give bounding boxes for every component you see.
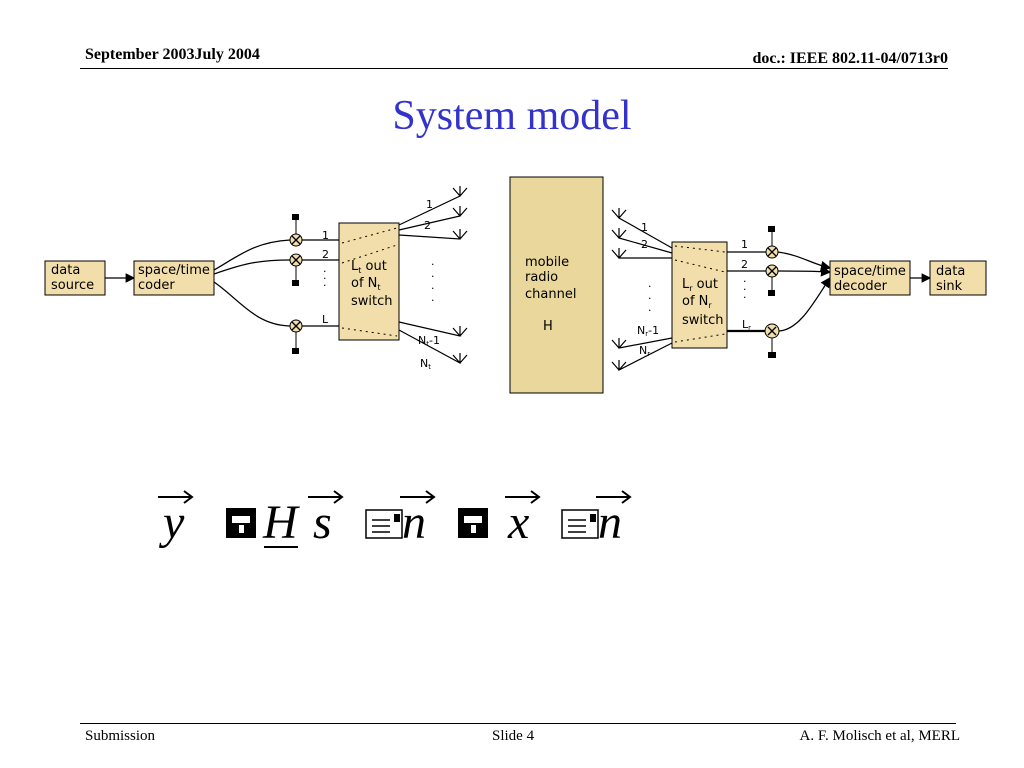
tx-port-dots-2: · (323, 272, 327, 285)
eq-H: H (262, 496, 300, 549)
footer-authors: A. F. Molisch et al, MERL (799, 728, 960, 744)
data-source-label-2: source (51, 278, 94, 293)
coder-label-1: space/time (138, 263, 210, 278)
slide-title: System model (392, 93, 632, 139)
rx-ant-2: 2 (641, 238, 648, 251)
eq-plus-symbol-1 (365, 509, 403, 539)
header-date: September 2003July 2004 (85, 46, 260, 63)
rx-port-1: 1 (741, 238, 748, 251)
rx-ant-dots-2: · (648, 292, 652, 305)
channel-label-3: channel (525, 287, 576, 302)
header-rule (80, 68, 948, 69)
rx-port-dots: · (743, 275, 747, 288)
system-equation: y H s n x n (158, 490, 632, 549)
tx-ant-2: 2 (424, 219, 431, 232)
rx-switch-line-1: Lr out (682, 277, 718, 293)
rx-ant-nr-1: Nr-1 (637, 324, 659, 338)
tx-ant-dots-3: · (431, 282, 435, 295)
space-time-decoder-box (829, 260, 911, 296)
channel-box (509, 176, 604, 394)
eq-x: x (507, 496, 529, 549)
rx-port-2: 2 (741, 258, 748, 271)
data-source-box (44, 260, 106, 296)
tx-ant-dots-4: · (431, 294, 435, 307)
space-time-coder-box (133, 260, 215, 296)
header-doc-id: doc.: IEEE 802.11-04/0713r0 (752, 50, 948, 67)
data-sink-label-1: data (936, 264, 965, 279)
rx-antennas (611, 208, 673, 371)
decoder-label-1: space/time (834, 264, 906, 279)
system-model-diagram: data source space/time coder 1 2 L · · ·… (44, 176, 987, 394)
tx-multiplier-2 (289, 253, 303, 286)
tx-port-1: 1 (322, 229, 329, 242)
tx-port-dots-3: · (323, 279, 327, 292)
rx-multiplier-1 (765, 226, 779, 259)
tx-port-dots: · (323, 265, 327, 278)
tx-ant-nt-1: Nt-1 (418, 334, 440, 348)
eq-equals-symbol-2 (458, 508, 488, 538)
channel-label-2: radio (525, 270, 558, 285)
tx-multiplier-L (289, 319, 303, 354)
footer-rule (80, 723, 956, 724)
footer-submission: Submission (85, 728, 156, 744)
footer-slide-number: Slide 4 (492, 728, 535, 744)
rx-ant-nr: Nr (639, 344, 650, 358)
tx-switch-line-1: Lt out (351, 259, 387, 275)
tx-ant-nt: Nt (420, 357, 431, 371)
tx-switch-box (338, 222, 400, 341)
channel-label-1: mobile (525, 255, 569, 270)
rx-ant-dots: · (648, 280, 652, 293)
tx-port-2: 2 (322, 248, 329, 261)
data-source-label-1: data (51, 263, 80, 278)
rx-switch-line-2: of Nr (682, 294, 712, 310)
eq-n-1: n (402, 496, 426, 549)
eq-plus-symbol-2 (561, 509, 599, 539)
coder-label-2: coder (138, 278, 175, 293)
rx-multiplier-2 (765, 264, 779, 296)
rx-switch-box (671, 241, 728, 349)
tx-port-L: L (322, 313, 329, 326)
eq-s: s (313, 496, 332, 549)
tx-multiplier-1 (289, 214, 303, 247)
rx-switch-line-3: switch (682, 313, 724, 328)
eq-n-2: n (598, 496, 622, 549)
tx-switch-line-3: switch (351, 294, 393, 309)
rx-multiplier-Lr (764, 323, 780, 358)
eq-y: y (158, 496, 185, 549)
tx-ant-dots: · (431, 258, 435, 271)
eq-equals-symbol (226, 508, 256, 538)
decoder-label-2: decoder (834, 279, 888, 294)
data-sink-box (929, 260, 987, 296)
channel-label-H: H (543, 319, 553, 334)
rx-port-dots-2: · (743, 283, 747, 296)
tx-ant-1: 1 (426, 198, 433, 211)
rx-ant-dots-3: · (648, 304, 652, 317)
tx-switch-line-2: of Nt (351, 276, 381, 292)
data-sink-label-2: sink (936, 279, 963, 294)
tx-antennas (398, 186, 468, 365)
rx-port-Lr: Lr (742, 318, 751, 332)
tx-ant-dots-2: · (431, 270, 435, 283)
rx-ant-1: 1 (641, 221, 648, 234)
rx-port-dots-3: · (743, 291, 747, 304)
